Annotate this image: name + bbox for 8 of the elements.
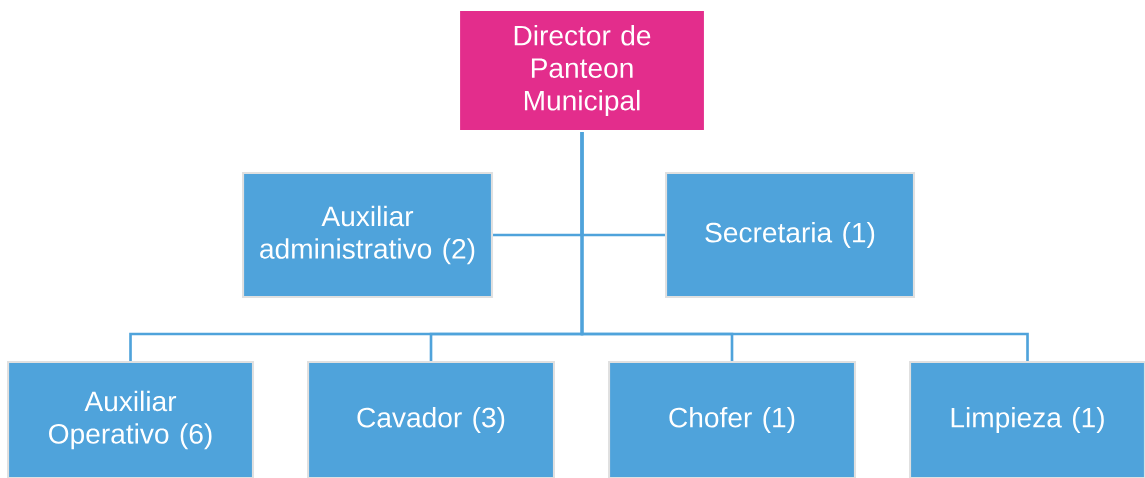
- position-box: Limpieza (1): [908, 360, 1145, 478]
- director-box: Director de Panteon Municipal: [457, 8, 707, 133]
- position-box: Auxiliar administrativo (2): [242, 171, 494, 299]
- position-box: Auxiliar Operativo (6): [7, 360, 255, 478]
- connector-line: [580, 132, 1029, 361]
- position-box: Cavador (3): [306, 360, 556, 478]
- position-box: Secretaria (1): [664, 171, 916, 299]
- position-box: Chofer (1): [608, 360, 857, 478]
